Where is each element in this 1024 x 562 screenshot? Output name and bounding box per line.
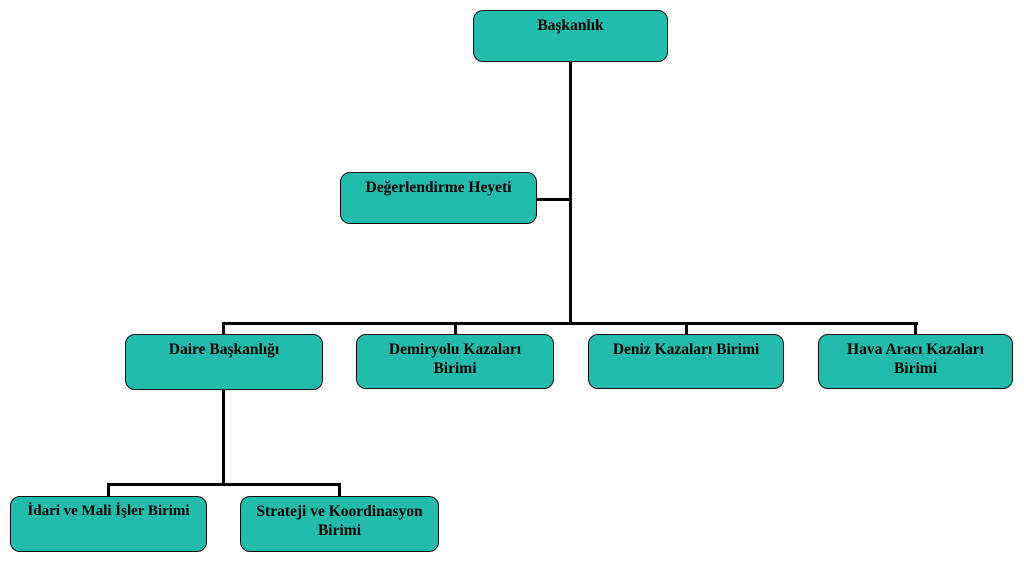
org-node-demiryolu-kazalari-birimi: Demiryolu Kazaları Birimi: [356, 334, 554, 389]
connector-drop-strateji: [338, 483, 341, 497]
org-node-deniz-kazalari-birimi: Deniz Kazaları Birimi: [588, 334, 784, 389]
org-node-label: Birimi: [893, 360, 938, 377]
org-node-label: Hava Aracı Kazaları: [847, 341, 984, 358]
connector-drop-daire: [222, 322, 225, 335]
connector-row-horizontal: [222, 322, 918, 325]
org-node-label: Deniz Kazaları Birimi: [612, 341, 760, 358]
org-node-label: Değerlendirme Heyeti: [365, 179, 512, 196]
org-node-idari-ve-mali-isler-birimi: İdari ve Mali İşler Birimi: [10, 496, 207, 552]
connector-sub-horizontal: [107, 483, 341, 486]
connector-drop-idari: [107, 483, 110, 497]
org-node-label: İdari ve Mali İşler Birimi: [27, 503, 190, 519]
connector-daire-trunk: [222, 390, 225, 485]
org-node-label: Başkanlık: [537, 17, 604, 34]
org-node-baskanlik: Başkanlık: [473, 10, 668, 62]
connector-drop-hava: [914, 322, 917, 335]
org-node-strateji-ve-koordinasyon-birimi: Strateji ve Koordinasyon Birimi: [240, 496, 439, 552]
connector-baskanlik-trunk: [569, 62, 572, 325]
connector-drop-deniz: [685, 322, 688, 335]
org-node-degerlendirme-heyeti: Değerlendirme Heyeti: [340, 172, 537, 224]
org-node-daire-baskanligi: Daire Başkanlığı: [125, 334, 323, 390]
org-node-hava-araci-kazalari-birimi: Hava Aracı Kazaları Birimi: [818, 334, 1013, 389]
org-node-label: Strateji ve Koordinasyon: [256, 503, 423, 520]
org-node-label: Daire Başkanlığı: [168, 341, 280, 358]
org-node-label: Demiryolu Kazaları: [388, 341, 522, 358]
connector-degerlendirme-branch: [537, 198, 569, 201]
org-node-label: Birimi: [433, 360, 477, 377]
connector-drop-demiryolu: [454, 322, 457, 335]
org-node-label: Birimi: [317, 522, 362, 539]
